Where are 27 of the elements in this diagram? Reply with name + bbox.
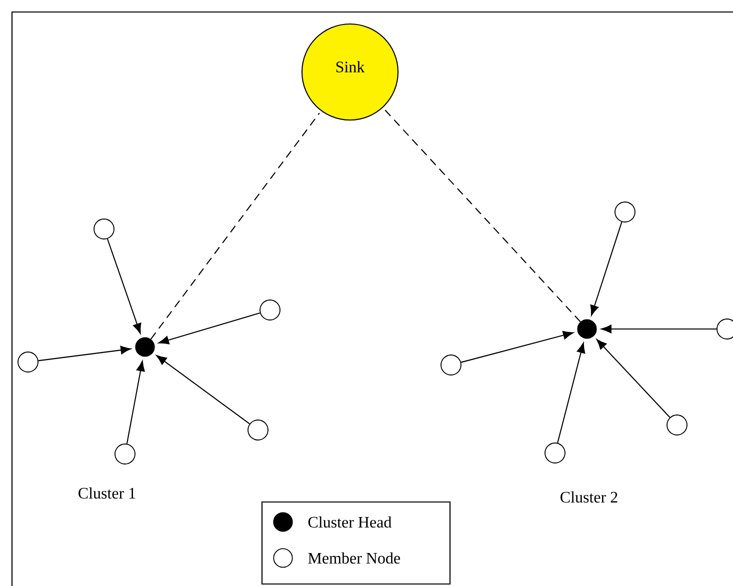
member-node-circle bbox=[248, 420, 268, 440]
member-node-circle bbox=[94, 218, 114, 240]
member-node-circle bbox=[114, 444, 136, 464]
member-node-circle bbox=[260, 300, 280, 320]
arrow bbox=[126, 360, 145, 444]
cluster-head-dot bbox=[577, 319, 597, 339]
member-node-circle bbox=[666, 414, 688, 436]
arrow bbox=[38, 346, 132, 362]
dashed-line bbox=[150, 112, 320, 340]
legend-text: Cluster Head bbox=[308, 516, 392, 528]
arrow bbox=[596, 339, 670, 418]
member-node-circle bbox=[544, 442, 566, 464]
arrow bbox=[557, 342, 586, 443]
cluster-label: Cluster 2 bbox=[560, 491, 618, 503]
member-node-circle bbox=[614, 202, 636, 222]
arrow bbox=[601, 324, 717, 334]
arrow bbox=[156, 355, 250, 424]
legend-text: Member Node bbox=[308, 552, 400, 564]
arrow bbox=[590, 222, 622, 316]
cluster-label: Cluster 1 bbox=[78, 487, 136, 499]
arrow bbox=[106, 238, 142, 334]
arrow bbox=[158, 312, 260, 344]
member-node-circle bbox=[18, 352, 38, 372]
dashed-line bbox=[384, 109, 581, 322]
arrow bbox=[460, 331, 574, 363]
cluster-head-dot bbox=[135, 337, 155, 357]
member-node-circle bbox=[440, 354, 462, 376]
